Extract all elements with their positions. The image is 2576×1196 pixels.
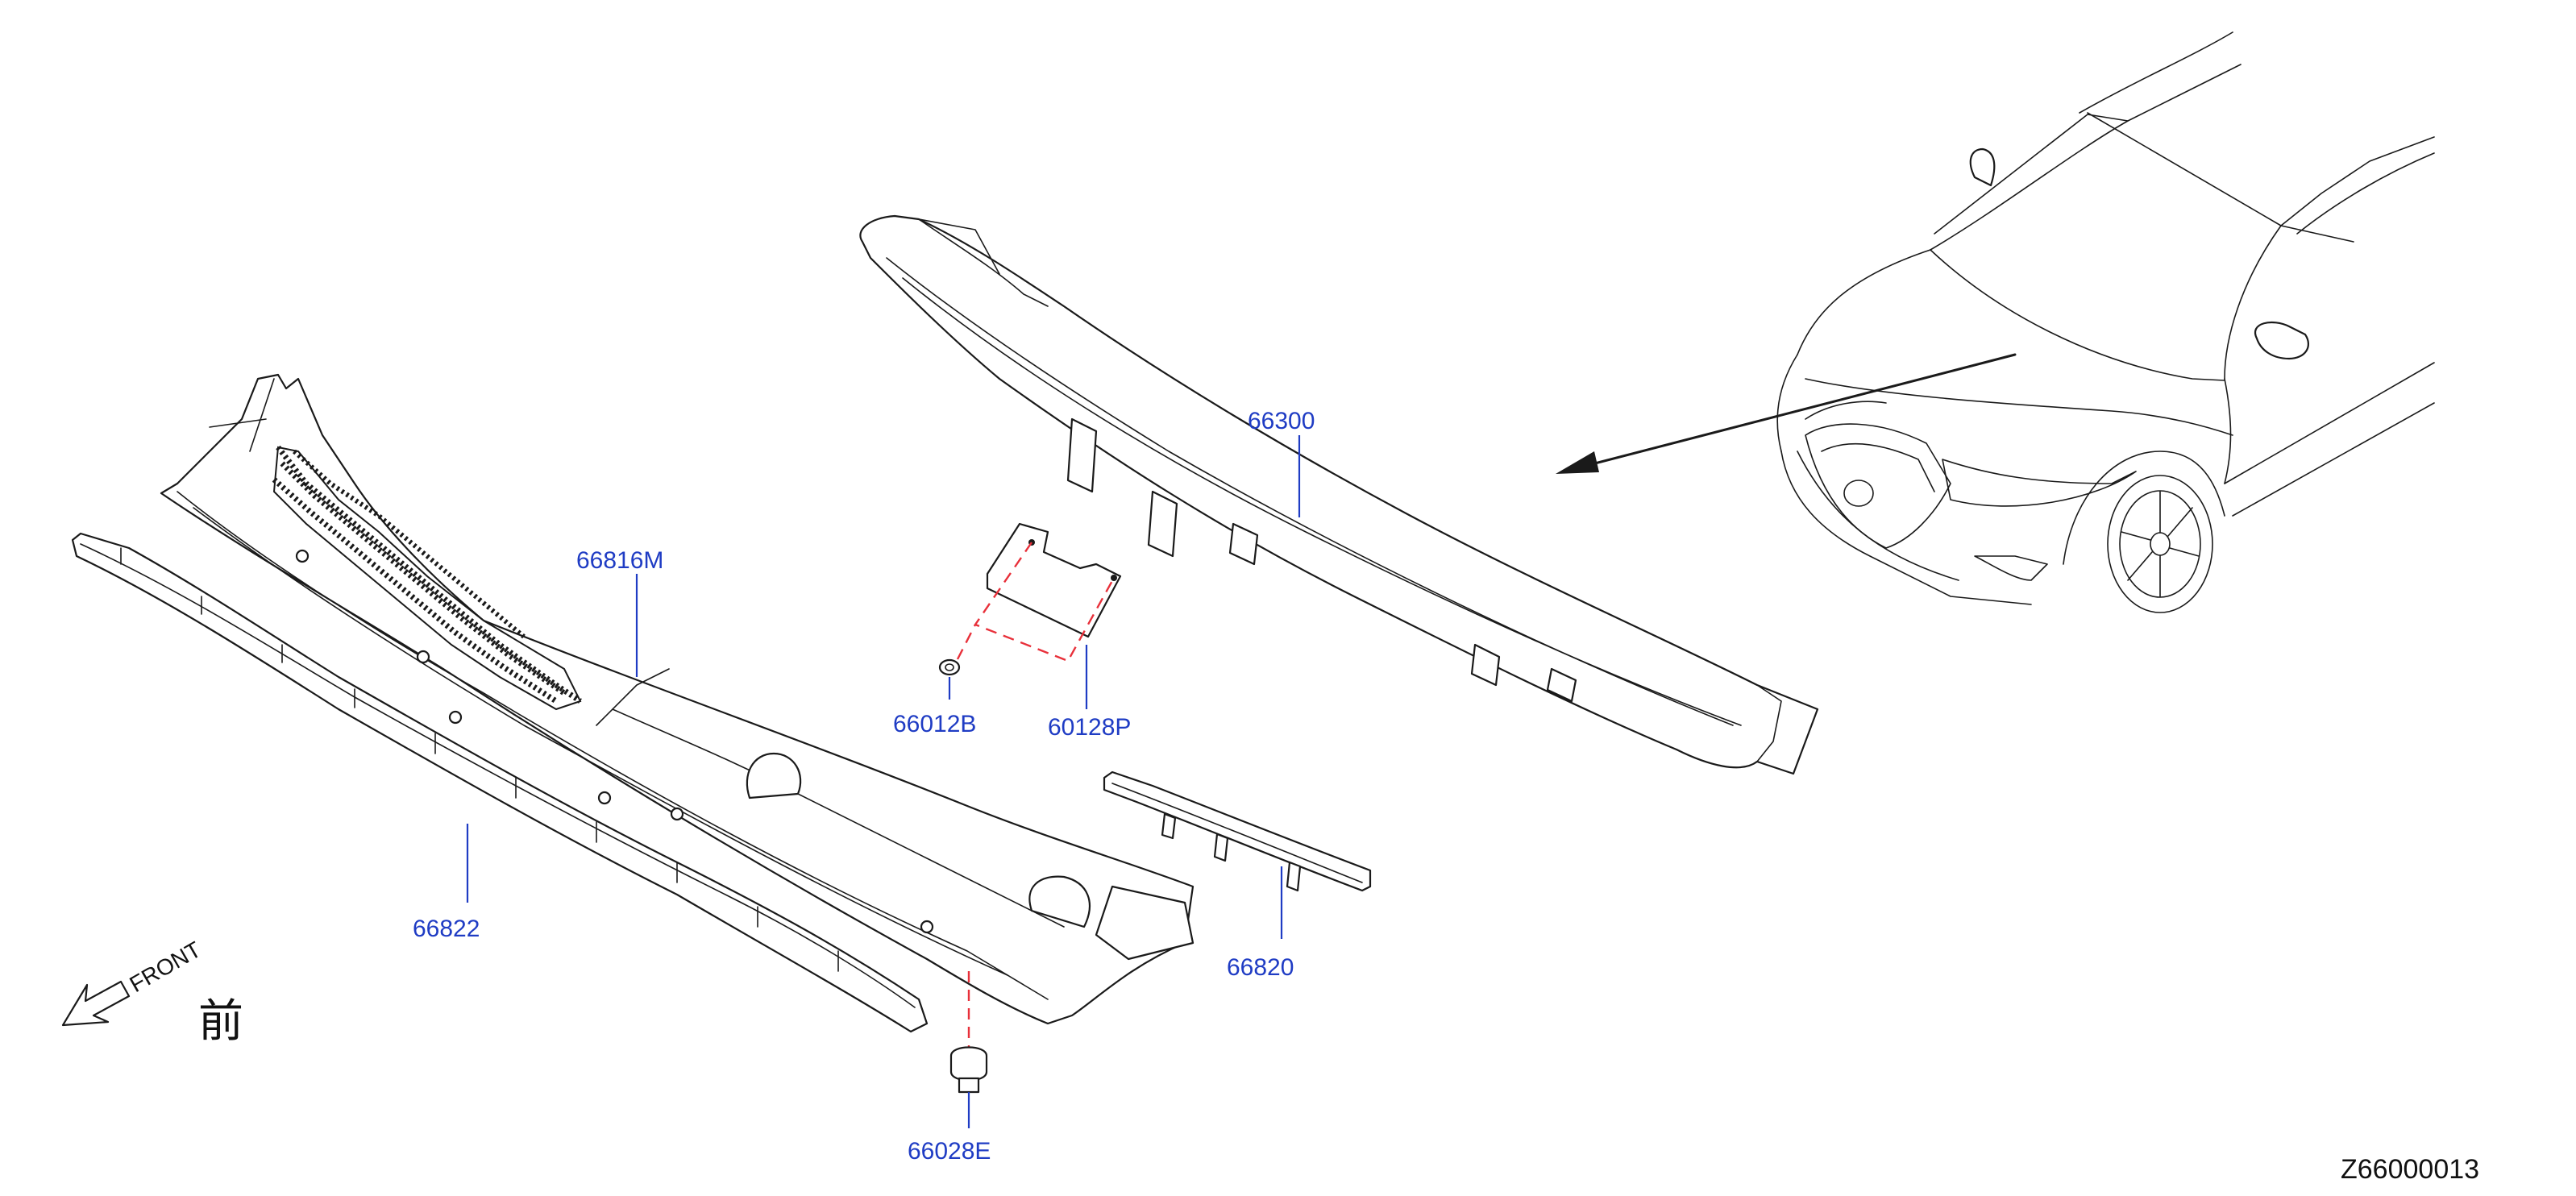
part-60128p-bracket	[974, 522, 1122, 662]
front-label: FRONT	[126, 936, 206, 997]
vehicle-illustration	[1776, 31, 2435, 613]
front-indicator: FRONT 前	[61, 936, 243, 1048]
callout-66820: 66820	[1227, 954, 1294, 981]
callout-66816m: 66816M	[576, 547, 663, 574]
part-66820-strip	[1103, 770, 1372, 892]
callout-66300: 66300	[1248, 408, 1315, 434]
front-kanji: 前	[198, 995, 243, 1048]
cowl-screen-mesh	[272, 445, 582, 711]
part-66300-cowl-seal	[859, 214, 1819, 775]
callout-66822: 66822	[413, 916, 480, 942]
callout-66028e: 66028E	[908, 1138, 991, 1165]
part-66028e-grommet	[949, 971, 988, 1094]
diagram-code: Z66000013	[2341, 1154, 2479, 1185]
part-66822-seal-strip	[71, 532, 929, 1033]
front-arrow-icon	[61, 980, 131, 1027]
callout-66012b: 66012B	[893, 711, 976, 737]
location-arrow-icon	[1556, 353, 2017, 474]
callout-60128p: 60128P	[1048, 714, 1131, 741]
part-66012b-clip	[938, 624, 977, 676]
part-66816m-cowl-top	[160, 373, 1195, 1025]
